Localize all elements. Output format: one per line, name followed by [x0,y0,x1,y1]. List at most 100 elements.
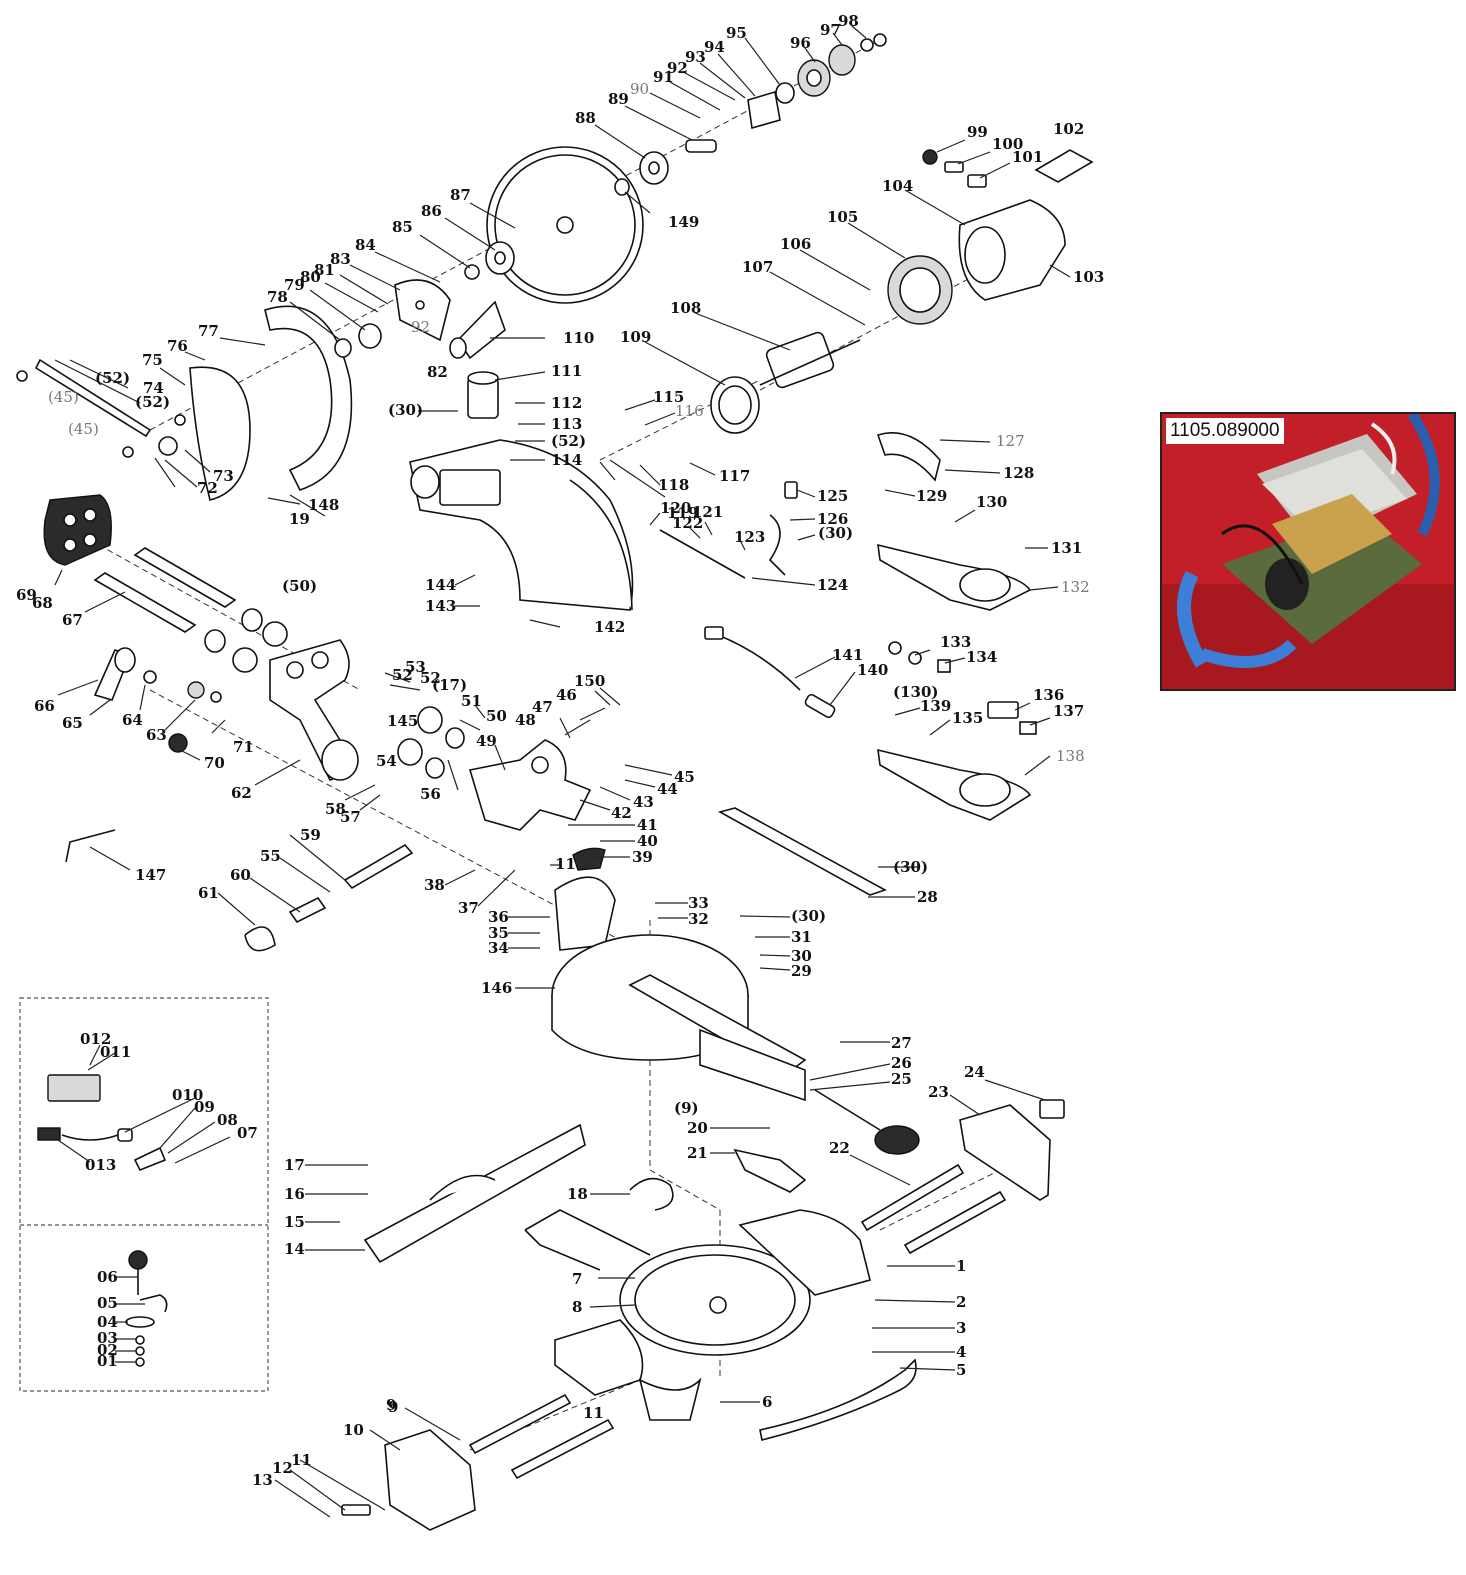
part-label: 15 [284,1213,305,1231]
part-label: 17 [284,1156,305,1174]
part-label: 9 [388,1398,398,1416]
part-label: 11 [555,855,576,873]
part-label: 35 [488,924,509,942]
part-label: 86 [421,202,442,220]
part-label: 101 [1012,148,1043,166]
part-label: 18 [567,1185,588,1203]
part-label: 131 [1051,539,1082,557]
part-label: 122 [672,514,703,532]
lock-lever [93,647,157,701]
upper-blade-guard [158,305,382,501]
gearbox-parts [747,33,887,130]
part-label: 03 [97,1329,118,1347]
part-label: 1 [956,1257,966,1275]
part-label: 64 [122,711,143,729]
handle-upper [876,431,1032,611]
part-label: 14 [284,1240,305,1258]
part-label: 53 [405,658,426,676]
lock-plate [733,1148,807,1193]
power-cord [704,626,836,719]
part-label: 118 [658,476,689,494]
part-label: (52) [95,369,130,387]
part-label: 126 [817,510,848,528]
part-label: 5 [956,1361,966,1379]
part-label: 77 [198,322,219,340]
part-label: 22 [829,1139,850,1157]
part-label: 6 [762,1393,772,1411]
part-label: 10 [343,1421,364,1439]
part-label: 16 [284,1185,305,1203]
guard-link-arm [16,358,152,458]
part-label: 94 [704,38,725,56]
part-label: 2 [956,1293,966,1311]
part-label: 78 [267,288,288,306]
part-label: 04 [97,1313,118,1331]
part-label: 19 [289,510,310,528]
inset-photo-part-code: 1105.089000 [1166,418,1284,444]
part-label: (45) [68,420,99,438]
part-label: 95 [726,24,747,42]
bevel-bracket [468,739,592,831]
part-label: 73 [213,467,234,485]
part-label: 8 [572,1298,582,1316]
rear-bracket [43,494,112,566]
part-label: 136 [1033,686,1064,704]
part-label: 69 [16,586,37,604]
part-label: 32 [688,910,709,928]
part-label: 38 [424,876,445,894]
part-label: 61 [198,884,219,902]
part-label: 012 [80,1030,111,1048]
part-label: 81 [314,261,335,279]
inset-photo-transformer: 1105.089000 [1160,412,1456,691]
part-label: 29 [791,962,812,980]
detent-plate [554,847,616,951]
part-label: 34 [488,939,509,957]
part-label: 50 [486,707,507,725]
part-label: 43 [633,793,654,811]
part-label: 42 [611,804,632,822]
part-label: 119 [667,504,698,522]
part-label: 88 [575,109,596,127]
retaining-ring [629,1177,674,1211]
part-label: 145 [387,712,418,730]
part-label: (30) [818,524,853,542]
support-wire [524,1209,651,1271]
part-label: 41 [637,816,658,834]
extension-rods [468,1163,1007,1480]
part-label: 54 [376,752,397,770]
part-label: (45) [48,388,79,406]
part-label: 51 [461,692,482,710]
part-label: 47 [532,698,553,716]
part-label: 13 [252,1471,273,1489]
miter-scale [759,1358,917,1441]
slide-rails [93,547,237,633]
leader-lines [54,25,1071,1518]
part-label: 148 [308,496,339,514]
extension-end-right [959,1099,1065,1201]
part-label: 123 [734,528,765,546]
part-label: 149 [668,213,699,231]
part-label: 63 [146,726,167,744]
part-label: 62 [231,784,252,802]
part-label: 25 [891,1070,912,1088]
part-label: (52) [135,393,170,411]
part-label: 113 [551,415,582,433]
part-label: 11 [583,1404,604,1422]
part-label: 49 [476,732,497,750]
part-label: 74 [143,379,164,397]
part-label: 124 [817,576,848,594]
part-label: 80 [300,268,321,286]
rail-28 [717,807,887,896]
part-label: (50) [282,577,317,595]
part-label: 07 [237,1124,258,1142]
part-label: 100 [992,135,1023,153]
part-label: 130 [976,493,1007,511]
part-label: 135 [952,709,983,727]
part-label: 7 [572,1270,582,1288]
part-label: 30 [791,947,812,965]
part-label: 110 [563,329,594,347]
motor-stator [887,255,953,325]
part-label: 82 [427,363,448,381]
guard-bracket [394,279,451,342]
